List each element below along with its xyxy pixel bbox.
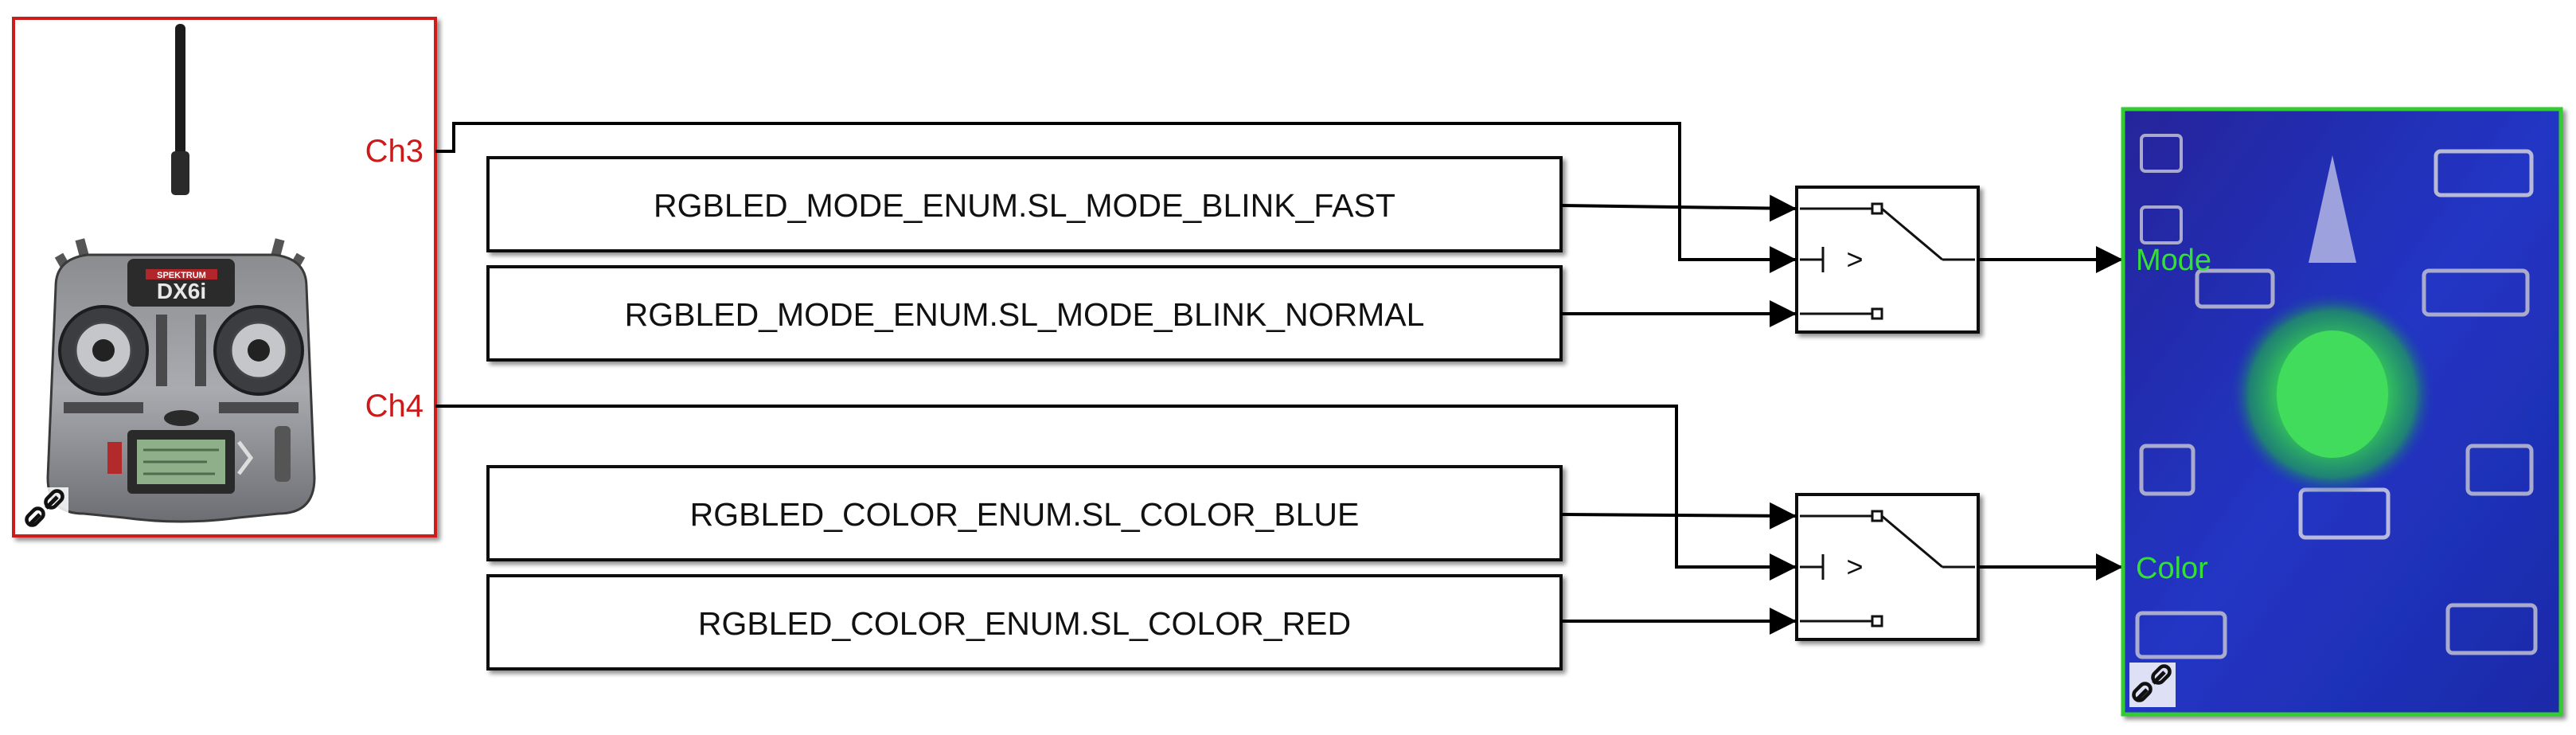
switch-criteria: > [1846, 550, 1863, 583]
port-color-label: Color [2136, 552, 2208, 585]
switch-block-color[interactable]: > [1795, 493, 1980, 641]
led-board-image [2135, 134, 2538, 659]
constant-block-mode-normal[interactable]: RGBLED_MODE_ENUM.SL_MODE_BLINK_NORMAL [486, 265, 1563, 362]
signal-line-ch4[interactable] [435, 405, 1797, 581]
constant-label: RGBLED_COLOR_ENUM.SL_COLOR_RED [698, 605, 1351, 642]
constant-label: RGBLED_MODE_ENUM.SL_MODE_BLINK_NORMAL [625, 296, 1425, 333]
port-mode-label: Mode [2136, 244, 2211, 277]
link-icon[interactable] [2129, 663, 2176, 707]
transmitter-image: DX6i SPEKTRUM [46, 24, 316, 523]
link-icon[interactable] [22, 487, 68, 532]
switch-block-mode[interactable]: > [1795, 186, 1980, 334]
signal-lines [435, 122, 2123, 635]
constant-label: RGBLED_MODE_ENUM.SL_MODE_BLINK_FAST [654, 187, 1395, 224]
switch-criteria: > [1846, 243, 1863, 276]
rgb-led-block[interactable]: Mode Color [2121, 107, 2563, 717]
transmitter-block[interactable]: DX6i SPEKTRUM [12, 17, 437, 538]
signal-line-mode-fast[interactable] [1560, 194, 1797, 222]
brand-label: SPEKTRUM [157, 271, 206, 280]
signal-line-ch3[interactable] [435, 122, 1797, 273]
constant-label: RGBLED_COLOR_ENUM.SL_COLOR_BLUE [690, 496, 1360, 533]
model-label: DX6i [157, 279, 206, 303]
port-ch3-label: Ch3 [365, 134, 423, 169]
signal-line-color-blue[interactable] [1560, 502, 1797, 530]
constant-block-mode-fast[interactable]: RGBLED_MODE_ENUM.SL_MODE_BLINK_FAST [486, 156, 1563, 252]
constant-block-color-red[interactable]: RGBLED_COLOR_ENUM.SL_COLOR_RED [486, 574, 1563, 670]
port-ch4-label: Ch4 [365, 389, 423, 424]
constant-block-color-blue[interactable]: RGBLED_COLOR_ENUM.SL_COLOR_BLUE [486, 465, 1563, 561]
